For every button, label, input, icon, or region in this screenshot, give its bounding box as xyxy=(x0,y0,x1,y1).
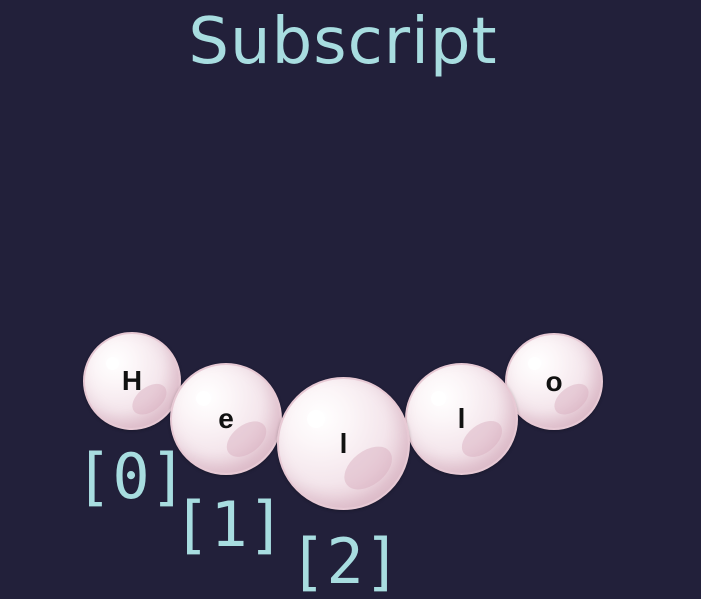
pearl-letter: H xyxy=(121,365,143,396)
pearl-glint-decoration xyxy=(527,357,541,371)
pearl-glint-decoration xyxy=(195,390,211,407)
pearl-letter: e xyxy=(218,403,234,434)
pearl-char-0: H xyxy=(83,332,181,430)
index-label-0: [0] xyxy=(75,440,187,513)
pearl-char-3: l xyxy=(405,363,518,475)
pearl-char-4: o xyxy=(505,333,603,430)
index-label-1: [1] xyxy=(173,488,285,561)
pearl-letter: l xyxy=(339,427,348,459)
index-label-2: [2] xyxy=(289,525,401,598)
pearl-glint-decoration xyxy=(105,356,119,370)
pearl-char-2: l xyxy=(277,377,410,510)
pearl-glint-decoration xyxy=(307,409,326,428)
pearl-letter: l xyxy=(457,403,466,434)
pearl-glint-decoration xyxy=(430,390,447,407)
slide-title: Subscript xyxy=(188,5,498,79)
pearl-letter: o xyxy=(545,365,563,397)
pearl-char-1: e xyxy=(170,363,282,475)
